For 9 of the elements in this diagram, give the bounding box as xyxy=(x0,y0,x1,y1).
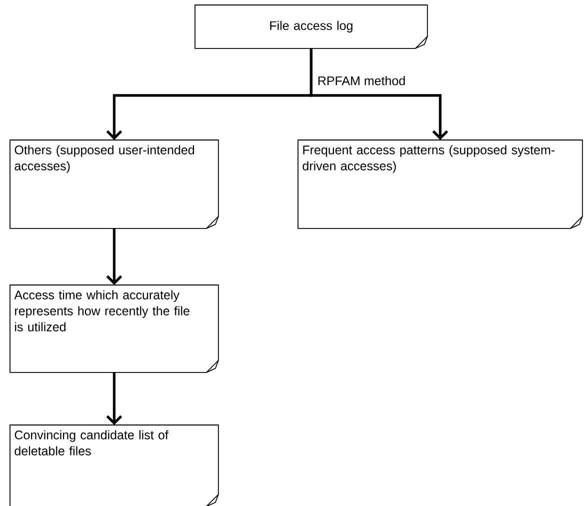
arrow xyxy=(106,228,122,285)
arrow xyxy=(106,372,122,425)
note-box: Access time which accurately represents how recently the file is utilized xyxy=(10,284,219,373)
note-box: Convincing candidate list of deletable files xyxy=(10,424,219,506)
edge-label: RPFAM method xyxy=(316,75,407,86)
note-box: Others (supposed user-intended accesses) xyxy=(10,140,219,229)
arrow xyxy=(310,48,448,140)
note-box: Frequent access patterns (supposed system-driven accesses) xyxy=(298,140,583,229)
note-box: File access log xyxy=(194,4,428,49)
